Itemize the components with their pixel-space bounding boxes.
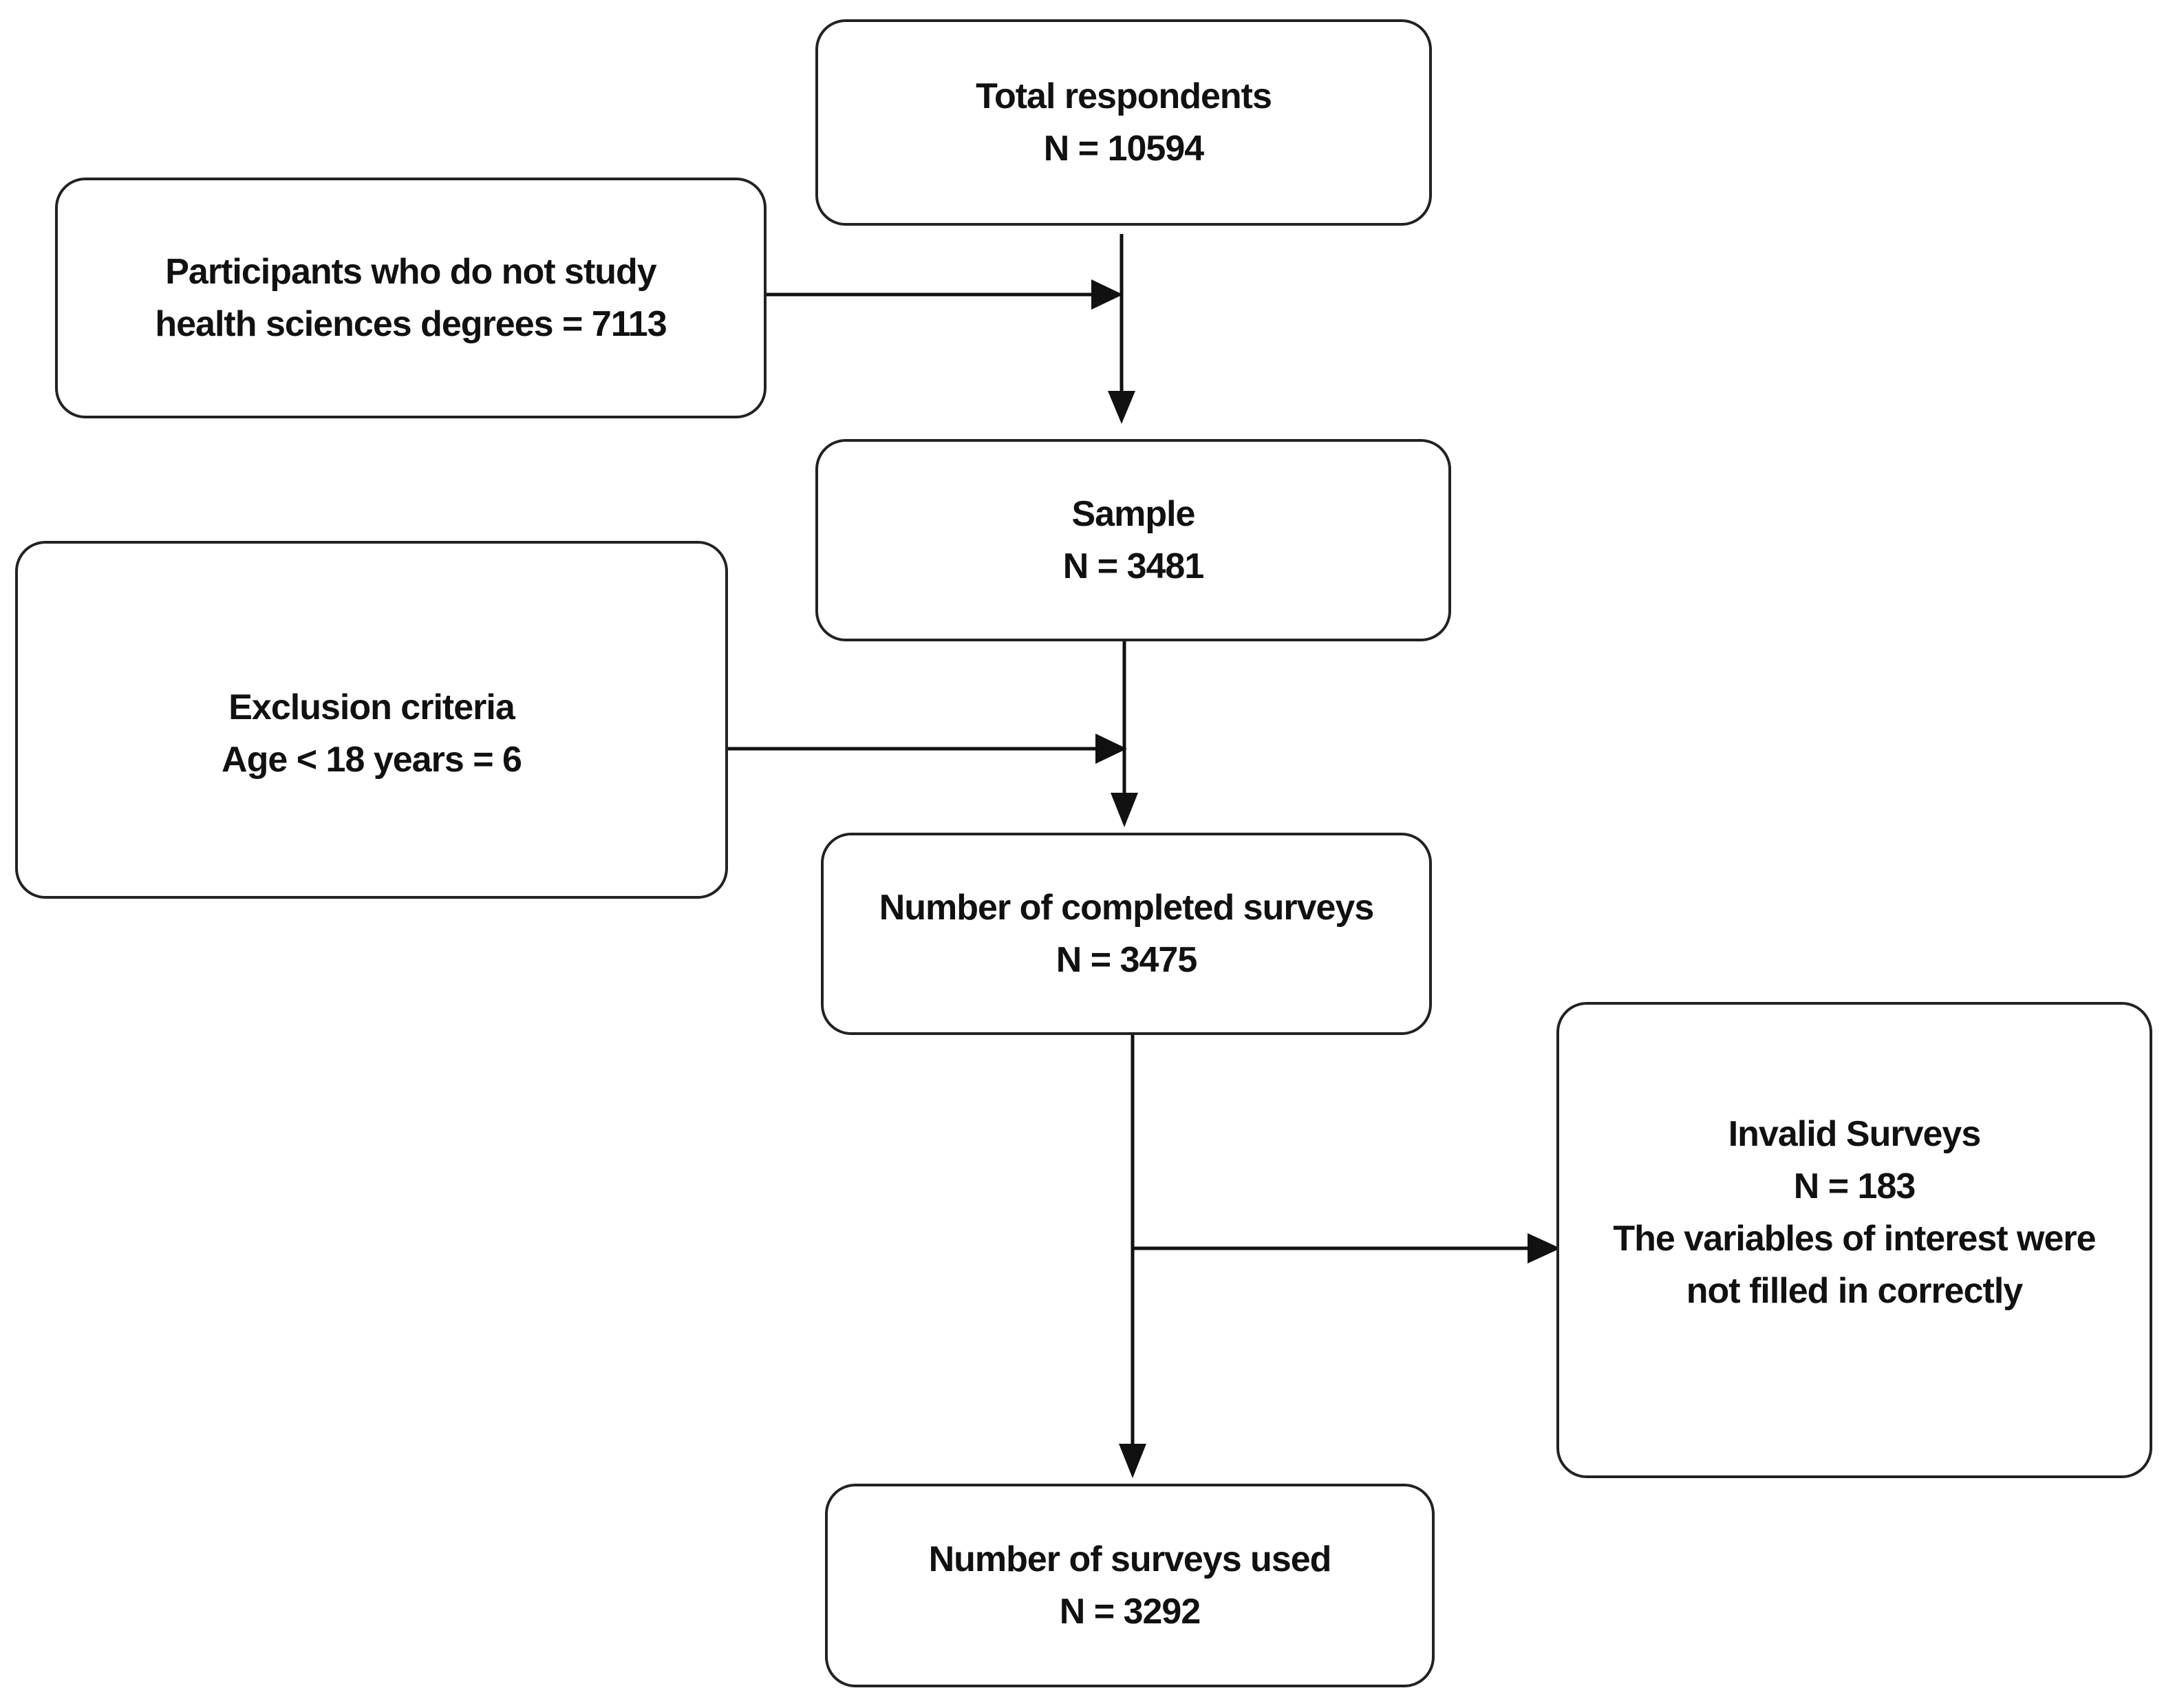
invalid-surveys-box: Invalid Surveys N = 183 The variables of… <box>1556 1002 2152 1478</box>
invalid-value: N = 183 <box>1793 1166 1916 1206</box>
completed-value: N = 3475 <box>1056 940 1197 980</box>
used-title: Number of surveys used <box>928 1539 1332 1579</box>
arrowhead-sample <box>1108 391 1135 424</box>
used-value: N = 3292 <box>1059 1592 1201 1632</box>
completed-title: Number of completed surveys <box>879 888 1375 928</box>
exclusion-criteria-box: Exclusion criteria Age < 18 years = 6 <box>15 541 728 899</box>
sample-title: Sample <box>1071 494 1196 534</box>
exclusion-detail: Age < 18 years = 6 <box>222 740 522 780</box>
arrowhead-used <box>1119 1444 1146 1478</box>
non-health-line-2: health sciences degrees = 7113 <box>155 304 667 344</box>
non-health-line-1: Participants who do not study <box>165 252 656 292</box>
arrowhead-completed <box>1111 793 1138 827</box>
total-respondents-box: Total respondents N = 10594 <box>815 19 1432 226</box>
non-health-participants-box: Participants who do not study health sci… <box>55 178 767 418</box>
exclusion-title: Exclusion criteria <box>228 687 515 727</box>
invalid-title: Invalid Surveys <box>1728 1114 1982 1154</box>
total-respondents-value: N = 10594 <box>1043 129 1204 169</box>
invalid-reason-line-1: The variables of interest were <box>1613 1219 2096 1259</box>
arrowhead-exclusion <box>1095 734 1127 764</box>
sample-box: Sample N = 3481 <box>815 439 1451 641</box>
surveys-used-box: Number of surveys used N = 3292 <box>825 1484 1435 1687</box>
invalid-reason-line-2: not filled in correctly <box>1686 1271 2023 1311</box>
arrowhead-nonhealth <box>1091 279 1123 310</box>
total-respondents-title: Total respondents <box>976 76 1272 116</box>
sample-value: N = 3481 <box>1062 546 1204 586</box>
arrowhead-invalid <box>1528 1233 1561 1263</box>
completed-surveys-box: Number of completed surveys N = 3475 <box>821 833 1432 1035</box>
